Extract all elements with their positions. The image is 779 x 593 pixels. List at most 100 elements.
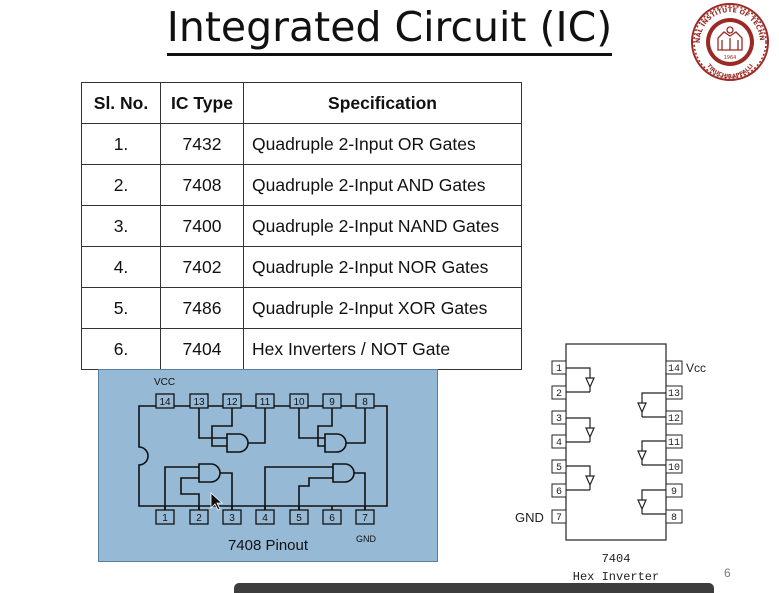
page-number: 6	[724, 566, 731, 580]
pin-12: 12	[222, 393, 242, 409]
cell-sl-no: 2.	[81, 164, 161, 206]
svg-text:5: 5	[556, 463, 562, 474]
svg-text:10: 10	[293, 397, 305, 408]
cell-ic-type: 7404	[160, 328, 244, 370]
table-header-row: Sl. No. IC Type Specification	[81, 82, 522, 124]
svg-text:4: 4	[262, 513, 268, 524]
pin-1: 1	[551, 360, 567, 375]
pin-8: 8	[355, 393, 375, 409]
pin-13: 13	[189, 393, 209, 409]
cell-specification: Quadruple 2-Input OR Gates	[243, 123, 522, 165]
inverter-3	[585, 475, 595, 487]
cell-specification: Quadruple 2-Input NAND Gates	[243, 205, 522, 247]
svg-text:3: 3	[229, 513, 235, 524]
pin-3: 3	[551, 410, 567, 425]
pin-11: 11	[255, 393, 275, 409]
svg-text:7: 7	[362, 513, 368, 524]
svg-text:13: 13	[193, 397, 205, 408]
hex-vcc-label: Vcc	[686, 361, 706, 375]
svg-text:1: 1	[556, 364, 562, 375]
cell-sl-no: 5.	[81, 287, 161, 329]
cell-ic-type: 7400	[160, 205, 244, 247]
pin-6: 6	[551, 483, 567, 498]
cell-specification: Quadruple 2-Input XOR Gates	[243, 287, 522, 329]
ic-table: Sl. No. IC Type Specification 1. 7432 Qu…	[81, 82, 522, 370]
pin-6: 6	[322, 509, 342, 525]
pin-1: 1	[155, 509, 175, 525]
pinout-caption: 7408 Pinout	[227, 537, 309, 554]
cell-ic-type: 7432	[160, 123, 244, 165]
table-row: 6. 7404 Hex Inverters / NOT Gate	[81, 328, 522, 370]
pin-13: 13	[665, 385, 683, 400]
pin-11: 11	[665, 434, 683, 449]
svg-text:9: 9	[671, 487, 677, 498]
header-specification: Specification	[243, 82, 522, 124]
svg-text:3: 3	[556, 414, 562, 425]
svg-text:6: 6	[556, 487, 562, 498]
pin-7: 7	[355, 509, 375, 525]
header-sl-no: Sl. No.	[81, 82, 161, 124]
svg-text:14: 14	[159, 397, 171, 408]
table-row: 5. 7486 Quadruple 2-Input XOR Gates	[81, 287, 522, 329]
svg-text:13: 13	[668, 389, 680, 400]
table-row: 4. 7402 Quadruple 2-Input NOR Gates	[81, 246, 522, 288]
vcc-label: VCC	[154, 377, 175, 388]
svg-text:8: 8	[362, 397, 368, 408]
pin-4: 4	[551, 434, 567, 449]
hex-gnd-label: GND	[515, 510, 544, 525]
pin-14: 14	[665, 360, 683, 375]
inverter-6	[637, 499, 647, 511]
svg-text:14: 14	[668, 364, 680, 375]
pin-2: 2	[189, 509, 209, 525]
table-row: 3. 7400 Quadruple 2-Input NAND Gates	[81, 205, 522, 247]
pin-14: 14	[155, 393, 175, 409]
table-row: 1. 7432 Quadruple 2-Input OR Gates	[81, 123, 522, 165]
and-gate-lower-right	[332, 463, 355, 483]
header-ic-type: IC Type	[160, 82, 244, 124]
cell-specification: Quadruple 2-Input AND Gates	[243, 164, 522, 206]
logo-emblem-icon	[717, 26, 743, 51]
table-row: 2. 7408 Quadruple 2-Input AND Gates	[81, 164, 522, 206]
hex-inverter-7404-diagram: 1 2 3 4 5 6 7 14 13 12 11 10 9 8 Vcc GND…	[515, 343, 706, 584]
pin-4: 4	[255, 509, 275, 525]
svg-text:12: 12	[226, 397, 238, 408]
bottom-toolbar-edge	[234, 583, 714, 593]
cell-specification: Hex Inverters / NOT Gate	[243, 328, 522, 370]
pinout-7408-diagram: 14 13 12 11 10 9 8 1 2 3 4 5 6 7 VCC GND…	[98, 369, 438, 562]
cell-ic-type: 7402	[160, 246, 244, 288]
pin-10: 10	[289, 393, 309, 409]
svg-text:12: 12	[668, 414, 680, 425]
hex-caption-name: Hex Inverter	[573, 570, 659, 584]
pin-7: 7	[551, 509, 567, 524]
cell-ic-type: 7408	[160, 164, 244, 206]
institute-logo: NATIONAL INSTITUTE OF TECHNOLOGY TIRUCHI…	[688, 2, 769, 81]
svg-text:8: 8	[671, 513, 677, 524]
pin-12: 12	[665, 410, 683, 425]
svg-text:5: 5	[296, 513, 302, 524]
inverter-4	[637, 402, 647, 414]
pin-8: 8	[665, 509, 683, 524]
svg-text:2: 2	[196, 513, 202, 524]
logo-year: 1964	[724, 55, 737, 61]
inverter-2	[585, 427, 595, 439]
inverter-5	[637, 450, 647, 462]
svg-text:4: 4	[556, 438, 562, 449]
and-gate-lower-left	[198, 463, 221, 483]
svg-text:11: 11	[668, 438, 680, 449]
and-gate-upper-right	[324, 433, 347, 453]
pin-5: 5	[289, 509, 309, 525]
inverter-1	[585, 377, 595, 389]
svg-text:10: 10	[668, 463, 680, 474]
pinout-7408-svg: 14 13 12 11 10 9 8 1 2 3 4 5 6 7 VCC GND	[138, 377, 388, 544]
svg-text:2: 2	[556, 389, 562, 400]
svg-text:7: 7	[556, 513, 562, 524]
svg-text:11: 11	[260, 397, 271, 408]
mouse-cursor-icon	[210, 492, 224, 511]
cell-sl-no: 6.	[81, 328, 161, 370]
cell-specification: Quadruple 2-Input NOR Gates	[243, 246, 522, 288]
hex-caption-number: 7404	[602, 552, 631, 566]
pin-9: 9	[665, 483, 683, 498]
pin-3: 3	[222, 509, 242, 525]
cell-sl-no: 4.	[81, 246, 161, 288]
pin-2: 2	[551, 385, 567, 400]
